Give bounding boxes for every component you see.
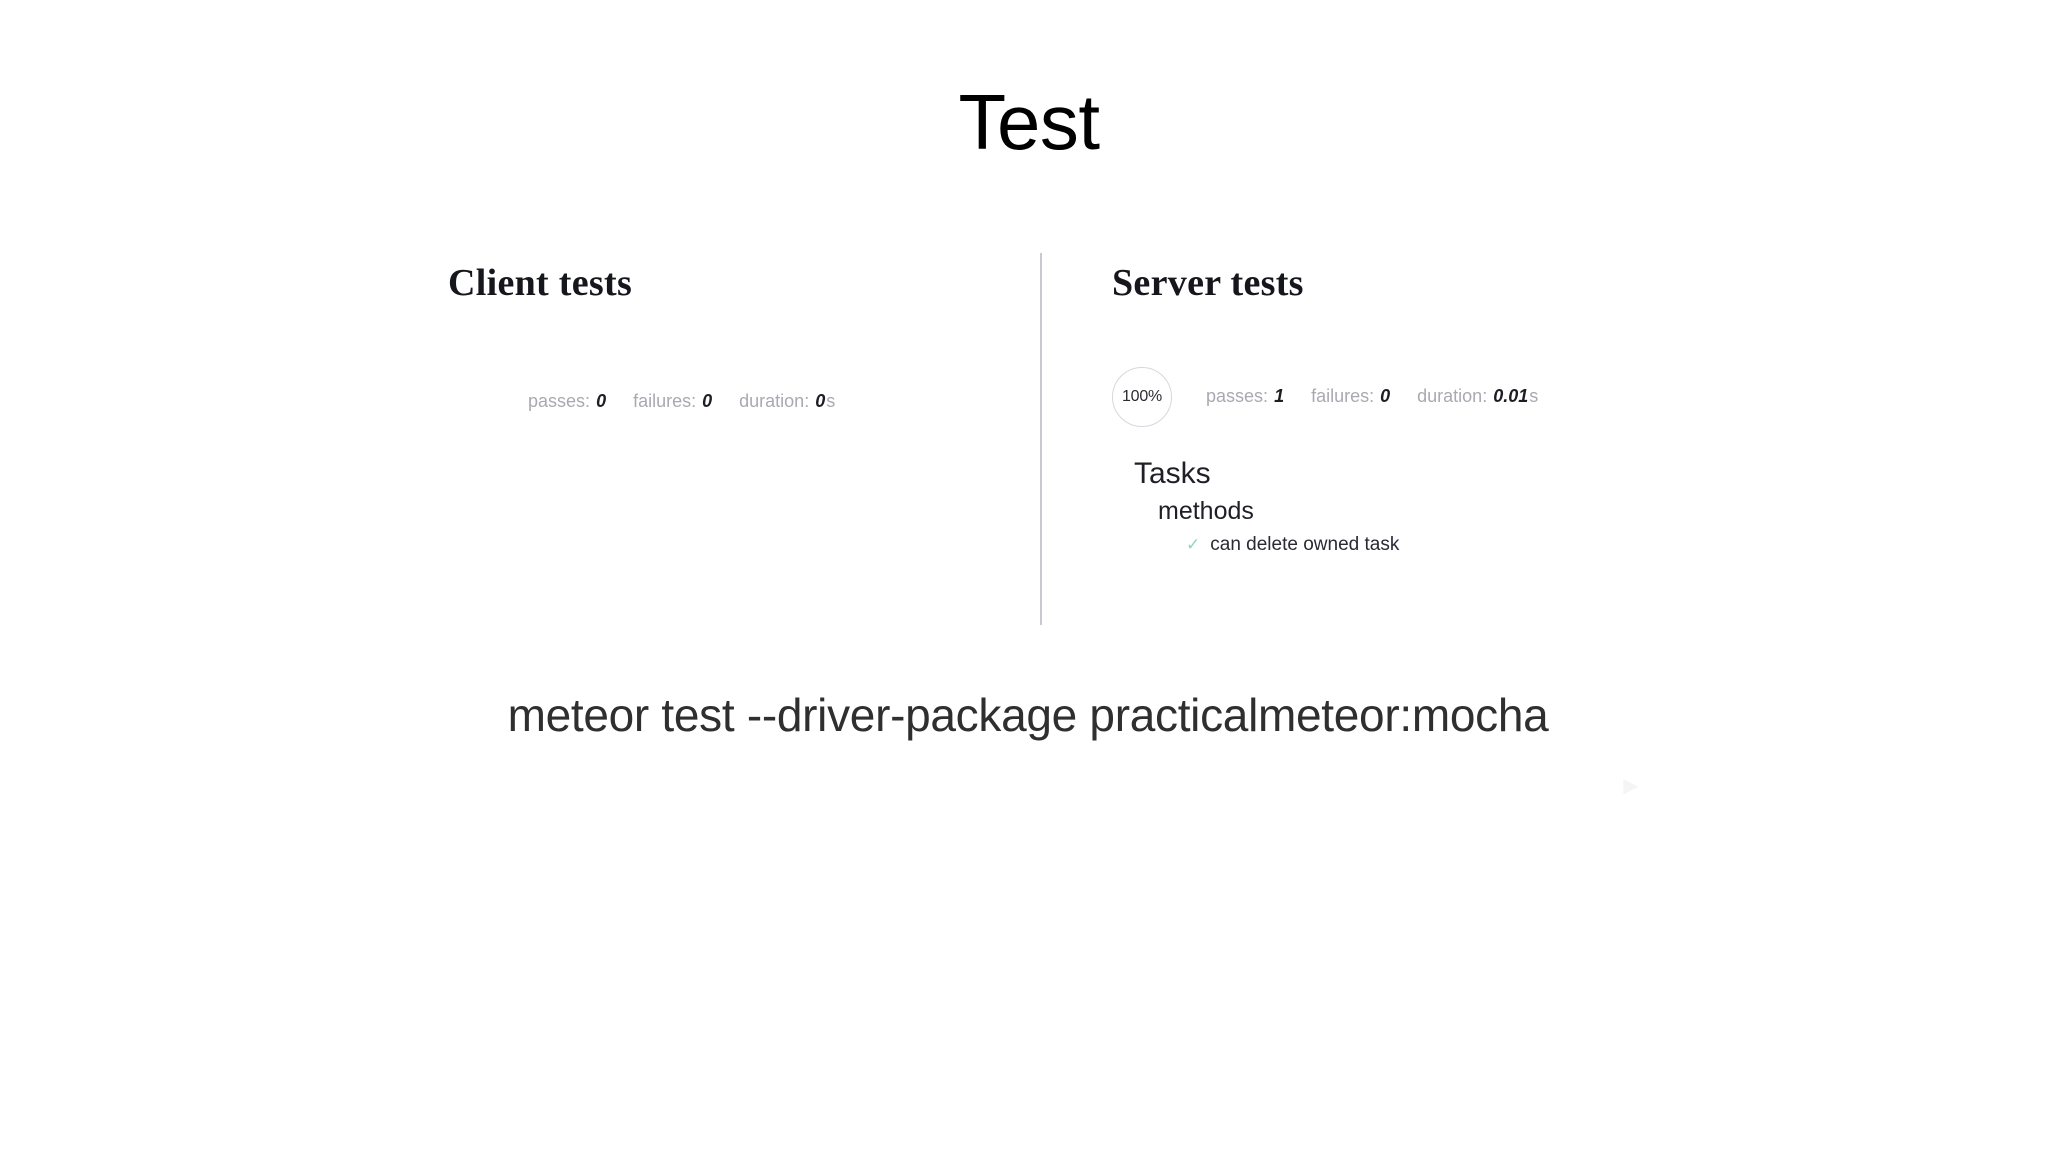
server-duration-label: duration: xyxy=(1417,386,1488,407)
client-passes-value: 0 xyxy=(596,390,607,411)
suite-methods[interactable]: methods xyxy=(1158,497,1254,526)
client-tests-panel: Client tests passes: 0 failures: 0 durat… xyxy=(448,240,1008,412)
server-stats-list: passes: 1 failures: 0 duration: 0.01s xyxy=(1206,386,1538,407)
server-failures-label: failures: xyxy=(1311,386,1375,407)
client-duration-label: duration: xyxy=(739,390,810,411)
client-duration-unit: s xyxy=(826,390,836,411)
client-stat-duration: duration: 0s xyxy=(739,391,835,412)
server-duration-value: 0.01 xyxy=(1493,386,1529,407)
server-stat-duration: duration: 0.01s xyxy=(1417,386,1538,407)
client-tests-heading: Client tests xyxy=(448,262,633,304)
client-duration-value: 0 xyxy=(815,390,826,411)
client-stats-row: passes: 0 failures: 0 duration: 0s xyxy=(528,391,1008,412)
server-stat-failures: failures: 0 xyxy=(1311,386,1391,407)
server-stats-row: 100% passes: 1 failures: 0 duration: 0.0… xyxy=(1112,366,1912,427)
client-failures-value: 0 xyxy=(702,390,713,411)
server-tests-panel: Server tests 100% passes: 1 failures: 0 … xyxy=(1112,240,1912,556)
client-stat-failures: failures: 0 xyxy=(633,391,713,412)
client-stats-list: passes: 0 failures: 0 duration: 0s xyxy=(528,391,835,412)
test-name: can delete owned task xyxy=(1210,533,1400,555)
command-caption: meteor test --driver-package practicalme… xyxy=(507,689,1549,741)
server-failures-value: 0 xyxy=(1380,386,1391,407)
page-title: Test xyxy=(958,78,1100,166)
client-passes-label: passes: xyxy=(528,390,591,411)
client-stat-passes: passes: 0 xyxy=(528,391,607,412)
client-failures-label: failures: xyxy=(633,390,697,411)
test-result-item[interactable]: ✓ can delete owned task xyxy=(1186,534,1912,556)
server-tests-heading: Server tests xyxy=(1112,262,1304,304)
suite-tasks[interactable]: Tasks xyxy=(1134,456,1211,490)
server-passes-label: passes: xyxy=(1206,386,1269,407)
server-passes-value: 1 xyxy=(1274,386,1285,407)
progress-badge: 100% xyxy=(1112,366,1172,427)
mocha-reporter: Client tests passes: 0 failures: 0 durat… xyxy=(0,240,2048,797)
progress-percent-label: 100% xyxy=(1121,387,1163,405)
server-duration-unit: s xyxy=(1529,386,1539,407)
panel-divider xyxy=(1040,253,1042,625)
replay-icon[interactable]: ▶ xyxy=(1620,775,1642,797)
check-icon: ✓ xyxy=(1186,534,1201,554)
server-stat-passes: passes: 1 xyxy=(1206,386,1285,407)
suite-tree: Tasks methods ✓ can delete owned task xyxy=(1134,455,1912,556)
